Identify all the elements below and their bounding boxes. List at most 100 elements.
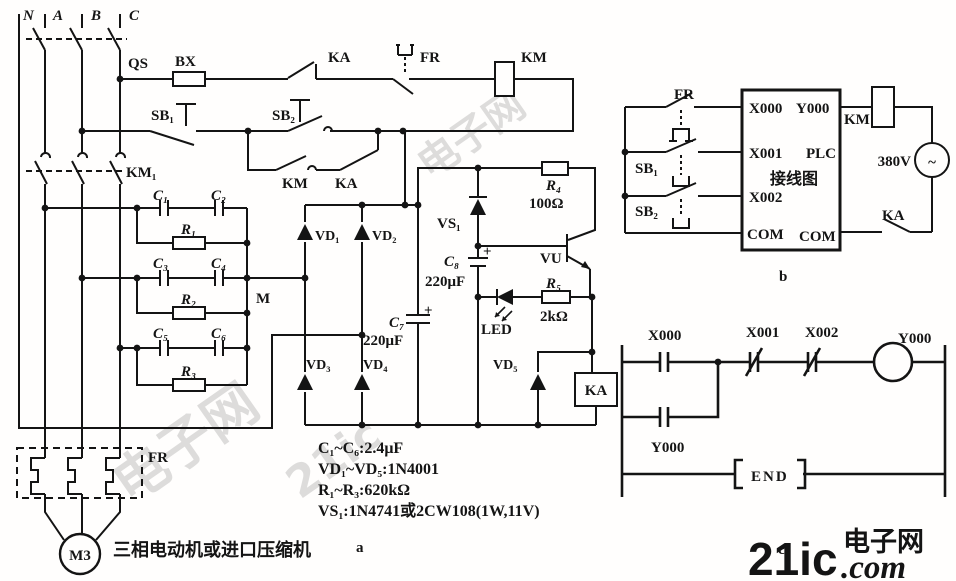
- branch3-r3-loop: [136, 348, 247, 386]
- diode-vd1: [297, 224, 313, 240]
- plc-ka-label: KA: [882, 208, 905, 224]
- km1-label: KM₁: [126, 165, 156, 181]
- phase-label-b: B: [90, 8, 101, 24]
- fr-heater-a: [30, 457, 65, 541]
- diode-vd5: [530, 374, 546, 390]
- ladder-y000-contact-label: Y000: [651, 440, 684, 456]
- plc-terminal-x002: X002: [749, 190, 782, 206]
- fr-thermal-actuator: [396, 44, 414, 56]
- plc-wiring-labels: FR SB₁ SB₂ X000 Y000 X001 PLC 接线图 X002 C…: [635, 87, 936, 285]
- r2-label: R₂: [180, 292, 196, 308]
- ghost-watermark-text: 电子网: [101, 371, 270, 516]
- note-line-3: R₁~R₃:620kΩ: [318, 482, 410, 499]
- c2-label: C₂: [211, 188, 226, 204]
- ka-top-label: KA: [328, 50, 351, 66]
- ka-vd5-branch: [537, 297, 597, 425]
- wire-phase-a: [32, 14, 48, 458]
- plc-dots: [621, 148, 629, 200]
- fr-heater-b: [67, 457, 83, 534]
- c7-value: 220μF: [363, 333, 403, 349]
- diode-vd4: [354, 374, 370, 390]
- qs-label: QS: [128, 56, 148, 72]
- plc-fr-contact: [625, 92, 742, 108]
- plc-fr-thermal-symbol: [669, 128, 693, 142]
- fr-heater-box: [16, 447, 143, 499]
- ladder-rails: [620, 345, 947, 497]
- ac-source-symbol: [914, 142, 950, 178]
- vd3-label: VD₃: [306, 358, 330, 373]
- plc-fr-label: FR: [674, 87, 694, 103]
- note-line-1: C₁~C₆:2.4μF: [318, 440, 403, 457]
- km1-contact-hook: [115, 151, 126, 159]
- bx-label: BX: [175, 54, 196, 70]
- plc-terminal-x001: X001: [749, 146, 782, 162]
- zener-vs1: [470, 199, 486, 215]
- branch2-c3-c4: [82, 270, 247, 286]
- km1-contact-hook: [40, 151, 51, 159]
- ka-aux-label: KA: [335, 176, 358, 192]
- phase-label-a: A: [52, 8, 63, 24]
- top-rung-left: [120, 61, 393, 80]
- ladder-y000-branch: [622, 362, 720, 427]
- phase-label-n: N: [22, 8, 35, 24]
- r5-label: R₅: [545, 276, 561, 292]
- ladder-wires: [620, 341, 947, 497]
- c1-label: C₁: [153, 188, 168, 204]
- vd4-label: VD₄: [363, 358, 388, 373]
- motor-caption: 三相电动机或进口压缩机: [113, 539, 311, 561]
- plc-terminal-x000: X000: [749, 101, 782, 117]
- bridge-right-leg-c7: [406, 205, 430, 425]
- sb2-label: SB₂: [272, 108, 295, 124]
- plc-output-loop: [840, 106, 933, 233]
- sb1-button-actuator: [176, 103, 196, 126]
- vu-transistor: [478, 234, 591, 297]
- plc-sb2-contact: [625, 182, 742, 197]
- r4-label: R₄: [545, 178, 561, 194]
- ladder-rung1: [622, 347, 945, 377]
- m-node-label: M: [256, 291, 270, 307]
- plc-terminal-com-right: COM: [799, 229, 836, 245]
- plc-sb2-label: SB₂: [635, 204, 658, 220]
- main-circuit-symbols: [41, 75, 596, 429]
- ladder-x000-label: X000: [648, 328, 681, 344]
- detector-top-rail: [417, 167, 596, 241]
- branch2-r2-loop: [136, 278, 247, 314]
- resistor-r4: [541, 161, 569, 176]
- km-coil-label: KM: [521, 50, 547, 66]
- plc-km-coil: [871, 86, 895, 128]
- plc-wiring-wires: [624, 86, 950, 252]
- vu-emitter-arrow: [581, 261, 590, 269]
- km1-contact-hook: [77, 151, 88, 159]
- plc-terminal-com-left: COM: [747, 227, 784, 243]
- vd1-label: VD₁: [315, 229, 339, 244]
- c8-plus: +: [483, 244, 492, 260]
- sb1-label: SB₁: [151, 108, 174, 124]
- ac-tilde: ~: [928, 155, 936, 171]
- r5-value: 2kΩ: [540, 309, 568, 325]
- c8-value: 220μF: [425, 274, 465, 290]
- r1-label: R₁: [180, 222, 196, 238]
- branch1-c1-c2: [45, 200, 247, 216]
- km-ka-holding-branch: [247, 131, 379, 171]
- watermark-suffix: .com: [841, 550, 906, 581]
- ladder-x002-label: X002: [805, 325, 838, 341]
- watermark-brand: 21ic: [748, 533, 838, 581]
- ladder-y000-coil: [872, 341, 914, 383]
- c5-label: C₅: [153, 326, 168, 342]
- resistor-r3: [172, 378, 206, 392]
- note-line-2: VD₁~VD₅:1N4001: [318, 461, 439, 478]
- led-label: LED: [481, 322, 512, 338]
- ladder-end-label: END: [751, 469, 789, 485]
- r3-label: R₃: [180, 364, 196, 380]
- plc-km-label: KM: [844, 112, 870, 128]
- sb2-button-actuator: [290, 99, 310, 122]
- sb1-nc-contact: [82, 130, 288, 146]
- km-coil-symbol: [494, 61, 515, 97]
- fr-heater-c: [95, 457, 121, 541]
- c6-label: C₆: [211, 326, 226, 342]
- diode-vd2: [354, 224, 370, 240]
- plc-sb1-label: SB₁: [635, 161, 658, 177]
- fr-top-label: FR: [420, 50, 440, 66]
- ka-relay-label: KA: [585, 383, 608, 399]
